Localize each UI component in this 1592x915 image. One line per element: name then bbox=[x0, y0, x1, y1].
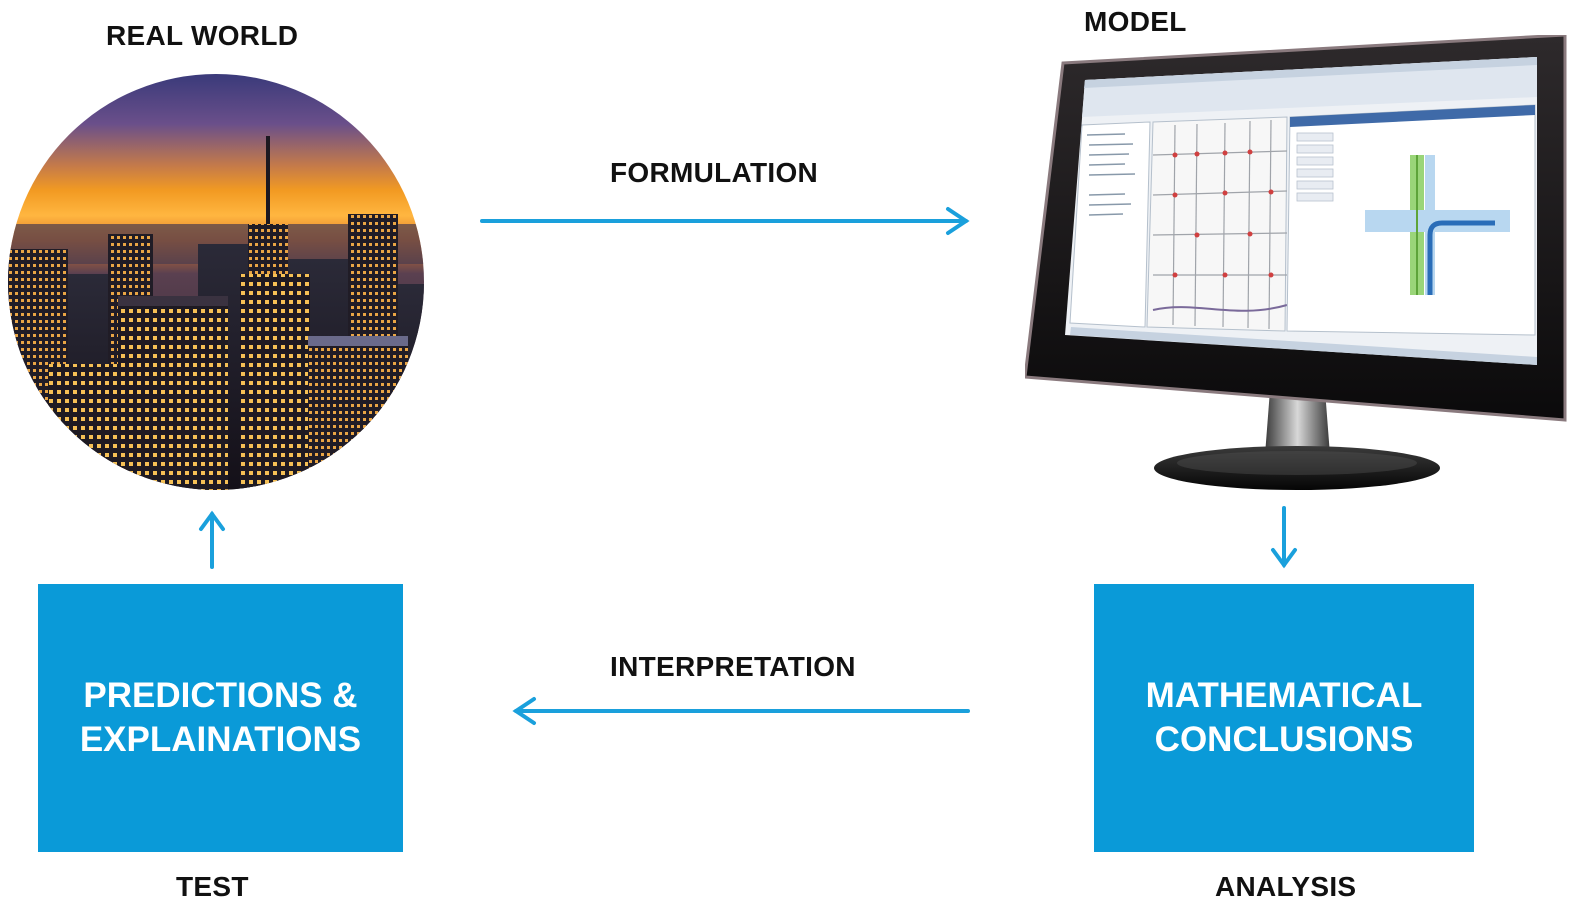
analysis-label: ANALYSIS bbox=[1215, 871, 1357, 902]
test-label: TEST bbox=[176, 871, 249, 902]
conclusions-line2: CONCLUSIONS bbox=[1154, 720, 1414, 759]
computer-monitor-image bbox=[1025, 35, 1570, 495]
conclusions-line1: MATHEMATICAL bbox=[1145, 676, 1423, 715]
city-skyline-image bbox=[8, 74, 424, 490]
model-label: MODEL bbox=[1084, 6, 1187, 37]
formulation-label: FORMULATION bbox=[610, 157, 819, 188]
conclusions-box: MATHEMATICAL CONCLUSIONS bbox=[1094, 584, 1474, 852]
city-skyline-icon bbox=[8, 74, 424, 490]
formulation-arrow bbox=[480, 207, 970, 235]
test-up-arrow bbox=[199, 510, 225, 569]
predictions-line2: EXPLAINATIONS bbox=[79, 720, 362, 759]
computer-monitor-icon bbox=[1025, 35, 1567, 490]
analysis-down-arrow bbox=[1271, 506, 1297, 569]
interpretation-label: INTERPRETATION bbox=[610, 651, 856, 682]
real-world-label: REAL WORLD bbox=[106, 20, 299, 51]
predictions-box: PREDICTIONS & EXPLAINATIONS bbox=[38, 584, 403, 852]
interpretation-arrow bbox=[512, 697, 970, 725]
predictions-line1: PREDICTIONS & bbox=[83, 676, 358, 715]
